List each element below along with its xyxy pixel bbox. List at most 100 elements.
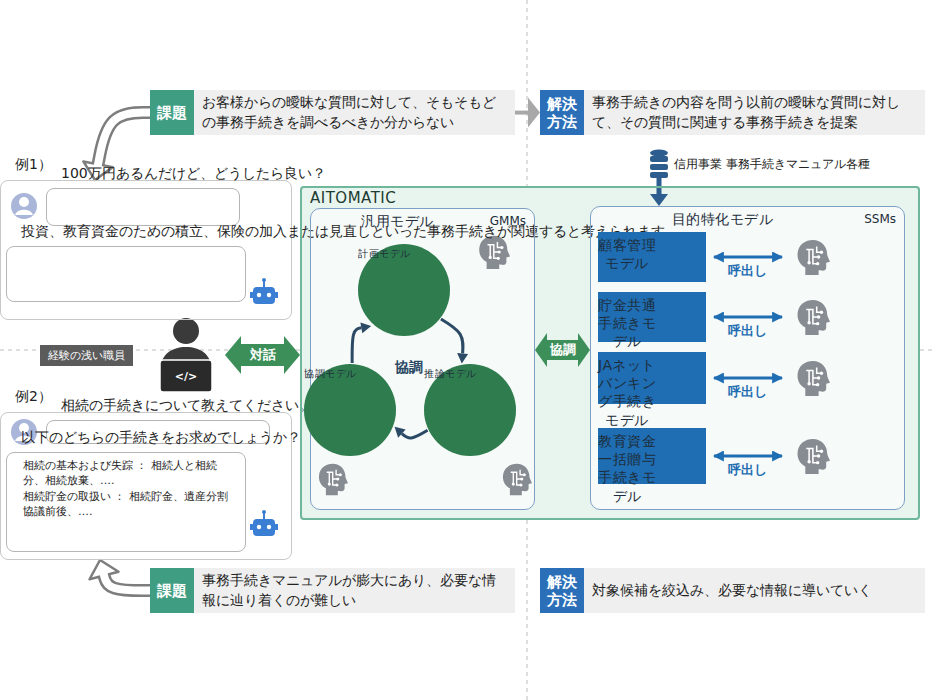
bot-icon [257, 525, 261, 529]
model-circle: 計画モデル [358, 244, 450, 336]
hollow-arrow [104, 575, 150, 590]
ai-brain-icon [479, 236, 510, 269]
edge-label: 対話 [250, 346, 276, 364]
node-title: 顧客管理モデル [598, 236, 656, 272]
solution-band: 解決方法事務手続きの内容を問う以前の曖昧な質問に対して、その質問に関連する事務手… [540, 90, 925, 135]
process-box: JAネットバンキング手続きモデル [598, 352, 706, 404]
group-fill [310, 208, 535, 510]
cycle-arrow [352, 328, 361, 363]
cycle-arrow [352, 328, 361, 363]
cycle-arrow [441, 319, 463, 353]
ai-brain-icon [798, 439, 830, 474]
node-text: 相続の基本および失踪 ： 相続人と相続分、相続放棄、‥‥ [15, 458, 237, 489]
process-box: 貯金共通手続きモデル [598, 292, 706, 342]
ai-brain-icon [798, 240, 830, 275]
hollow-arrow [104, 575, 150, 590]
hollow-arrow [104, 575, 150, 590]
ai-brain-icon [503, 464, 532, 495]
process-box: 教育資金一括贈与手続きモデル [598, 428, 706, 484]
cycle-arrow [402, 430, 428, 438]
bot-icon [250, 292, 253, 298]
bot-icon [262, 278, 266, 282]
ai-brain-icon [319, 464, 348, 495]
model-circle: 協調モデル [304, 364, 396, 456]
ai-brain-icon [798, 300, 830, 335]
group-fill [590, 206, 905, 510]
hollow-arrow [98, 113, 150, 165]
call-label: 呼出し [728, 262, 767, 280]
database-icon [650, 164, 668, 170]
node-title: 投資、教育資金のための積立、保険の加入または見直しといった事務手続きが関連すると… [21, 222, 679, 242]
bot-icon [267, 525, 271, 529]
edge-label: 協調 [550, 341, 576, 359]
node-title: 計画モデル [358, 248, 400, 261]
example-panel: 例2）相続の手続きについて教えてください。以下のどちらの手続きをお求めでしょうか… [0, 412, 292, 560]
bot-icon [275, 292, 278, 298]
node-text: 対象候補を絞込み、必要な情報に導いていく [584, 568, 925, 613]
node-title: 課題 [150, 90, 194, 135]
staff-figure [160, 318, 212, 392]
system-box: AITOMATIC汎用モデルGMMs計画モデル協調モデル推論モデル目的特化モデル… [300, 186, 920, 520]
customer-avatar [15, 210, 33, 215]
bot-icon [250, 524, 253, 530]
bot-bubble: 以下のどちらの手続きをお求めでしょうか？相続の基本および失踪 ： 相続人と相続分… [6, 452, 246, 552]
node-title: AITOMATIC [310, 189, 396, 207]
call-label: 呼出し [728, 383, 767, 401]
call-label: 呼出し [728, 461, 767, 479]
manual-source: 信用事業 事務手続きマニュアル各種 [648, 150, 888, 178]
node-title: JAネットバンキング手続きモデル [598, 356, 656, 429]
process-box: 顧客管理モデル [598, 232, 706, 282]
bot-icon [250, 278, 278, 304]
call-arrow [714, 256, 782, 259]
staff-figure [173, 318, 199, 344]
step-chevron [515, 112, 528, 113]
dialogue-arrow [241, 344, 284, 366]
cooperation-arrow [547, 340, 578, 360]
customer-avatar [11, 193, 37, 219]
hollow-arrow [98, 113, 150, 165]
node-text: 相続貯金の取扱い ： 相続貯金、遺産分割協議前後、‥‥ [15, 489, 237, 520]
node-text: GMMs [490, 214, 526, 228]
node-title: 相続の手続きについて教えてください。 [61, 396, 313, 416]
ai-brain-icon [798, 361, 830, 396]
bot-icon [253, 519, 275, 536]
code-symbol: </> [175, 370, 197, 383]
node-title: 汎用モデル [311, 213, 484, 231]
node-text: お客様からの曖昧な質問に対して、そもそもどの事務手続きを調べるべきか分からない [194, 90, 515, 135]
node-title: 課題 [150, 568, 194, 613]
bot-icon [253, 287, 275, 304]
bot-icon [250, 510, 278, 536]
call-arrow [714, 377, 782, 380]
bot-icon [267, 293, 271, 297]
node-text: 事務手続きの内容を問う以前の曖昧な質問に対して、その質問に関連する事務手続きを提… [584, 90, 925, 135]
step-chevron [515, 111, 528, 115]
example-panel: 例1）100万円あるんだけど、どうしたら良い？投資、教育資金のための積立、保険の… [0, 180, 292, 320]
bot-icon [257, 293, 261, 297]
staff-label: 経験の浅い職員 [40, 338, 225, 372]
node-title: 推論モデル [424, 368, 466, 381]
ai-brain-icon [319, 236, 830, 495]
node-title: 教育資金一括贈与手続きモデル [598, 432, 656, 505]
node-title: 信用事業 事務手続きマニュアル各種 [648, 150, 888, 178]
customer-avatar [11, 193, 37, 219]
bot-icon [262, 510, 266, 514]
call-arrow [714, 455, 782, 458]
node-text: 事務手続きマニュアルが膨大にあり、必要な情報に辿り着くのが難しい [194, 568, 515, 613]
call-arrow [714, 257, 782, 456]
node-title: 解決方法 [540, 568, 584, 613]
problem-band: 課題事務手続きマニュアルが膨大にあり、必要な情報に辿り着くのが難しい [150, 568, 515, 613]
hollow-arrow [98, 113, 150, 165]
node-text: SSMs [864, 212, 896, 226]
user-bubble: 100万円あるんだけど、どうしたら良い？ [46, 188, 240, 226]
solution-band: 解決方法対象候補を絞込み、必要な情報に導いていく [540, 568, 925, 613]
node-title: 経験の浅い職員 [40, 345, 133, 366]
node-title: 例1） [15, 156, 52, 174]
database-icon [650, 156, 668, 162]
cycle-arrow [441, 319, 463, 353]
node-title: 例2） [15, 388, 52, 406]
node-title: 協調モデル [304, 368, 346, 381]
cycle-arrow [402, 430, 428, 438]
customer-avatar [19, 197, 29, 207]
